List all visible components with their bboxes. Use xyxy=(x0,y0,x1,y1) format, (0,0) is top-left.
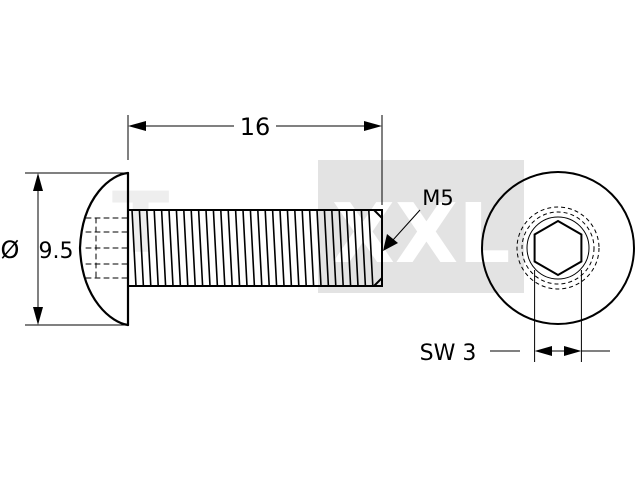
thread-line xyxy=(294,209,300,287)
thread-line xyxy=(220,209,226,287)
thread-line xyxy=(234,209,241,287)
thread-line xyxy=(242,209,248,287)
thread-line xyxy=(131,209,137,287)
thread-line xyxy=(168,209,174,287)
thread-line xyxy=(190,209,196,287)
thread-line xyxy=(264,209,270,287)
screw-head-outline xyxy=(78,171,130,327)
thread-line xyxy=(249,209,256,287)
thread-line xyxy=(153,209,159,287)
thread-line xyxy=(205,209,211,287)
wrench-size-dimension xyxy=(490,346,610,356)
thread-line xyxy=(138,209,145,287)
thread-line xyxy=(286,209,293,287)
thread-line xyxy=(160,209,167,287)
thread-line xyxy=(345,209,352,287)
socket-circle-inner xyxy=(521,211,595,285)
thread-line xyxy=(279,209,285,287)
thread-line xyxy=(323,209,330,287)
thread-line xyxy=(316,209,322,287)
thread-lines xyxy=(131,209,374,287)
length-dimension xyxy=(127,115,383,205)
diameter-symbol: Ø xyxy=(1,236,20,264)
screw-tip-chamfer xyxy=(373,209,383,287)
thread-line xyxy=(331,209,337,287)
diameter-value: 9.5 xyxy=(39,239,74,264)
thread-line xyxy=(197,209,204,287)
socket-circle-mid xyxy=(526,216,590,280)
thread-line xyxy=(257,209,263,287)
length-dimension-label: 16 xyxy=(240,113,271,141)
head-outer-circle xyxy=(481,171,635,325)
screw-side-view xyxy=(78,171,383,327)
thread-line xyxy=(183,209,189,287)
thread-line xyxy=(212,209,219,287)
watermark-text: XXL xyxy=(332,187,511,282)
hidden-socket-lines xyxy=(85,217,129,279)
thread-line xyxy=(360,209,367,287)
thread-line xyxy=(271,209,278,287)
thread-line xyxy=(368,209,374,287)
thread-size-label: M5 xyxy=(422,186,453,210)
diameter-dimension xyxy=(25,172,128,326)
thread-leader xyxy=(383,209,421,251)
thread-line xyxy=(301,209,307,287)
thread-line xyxy=(146,209,152,287)
thread-line xyxy=(227,209,233,287)
thread-line xyxy=(353,209,359,287)
thread-line xyxy=(308,209,315,287)
watermark-box xyxy=(318,160,524,293)
wrench-size-label: SW 3 xyxy=(420,341,477,366)
thread-line xyxy=(338,209,344,287)
thread-line xyxy=(175,209,182,287)
hex-socket xyxy=(533,219,583,277)
socket-circle-outer xyxy=(516,206,600,290)
screw-end-view xyxy=(481,171,635,362)
